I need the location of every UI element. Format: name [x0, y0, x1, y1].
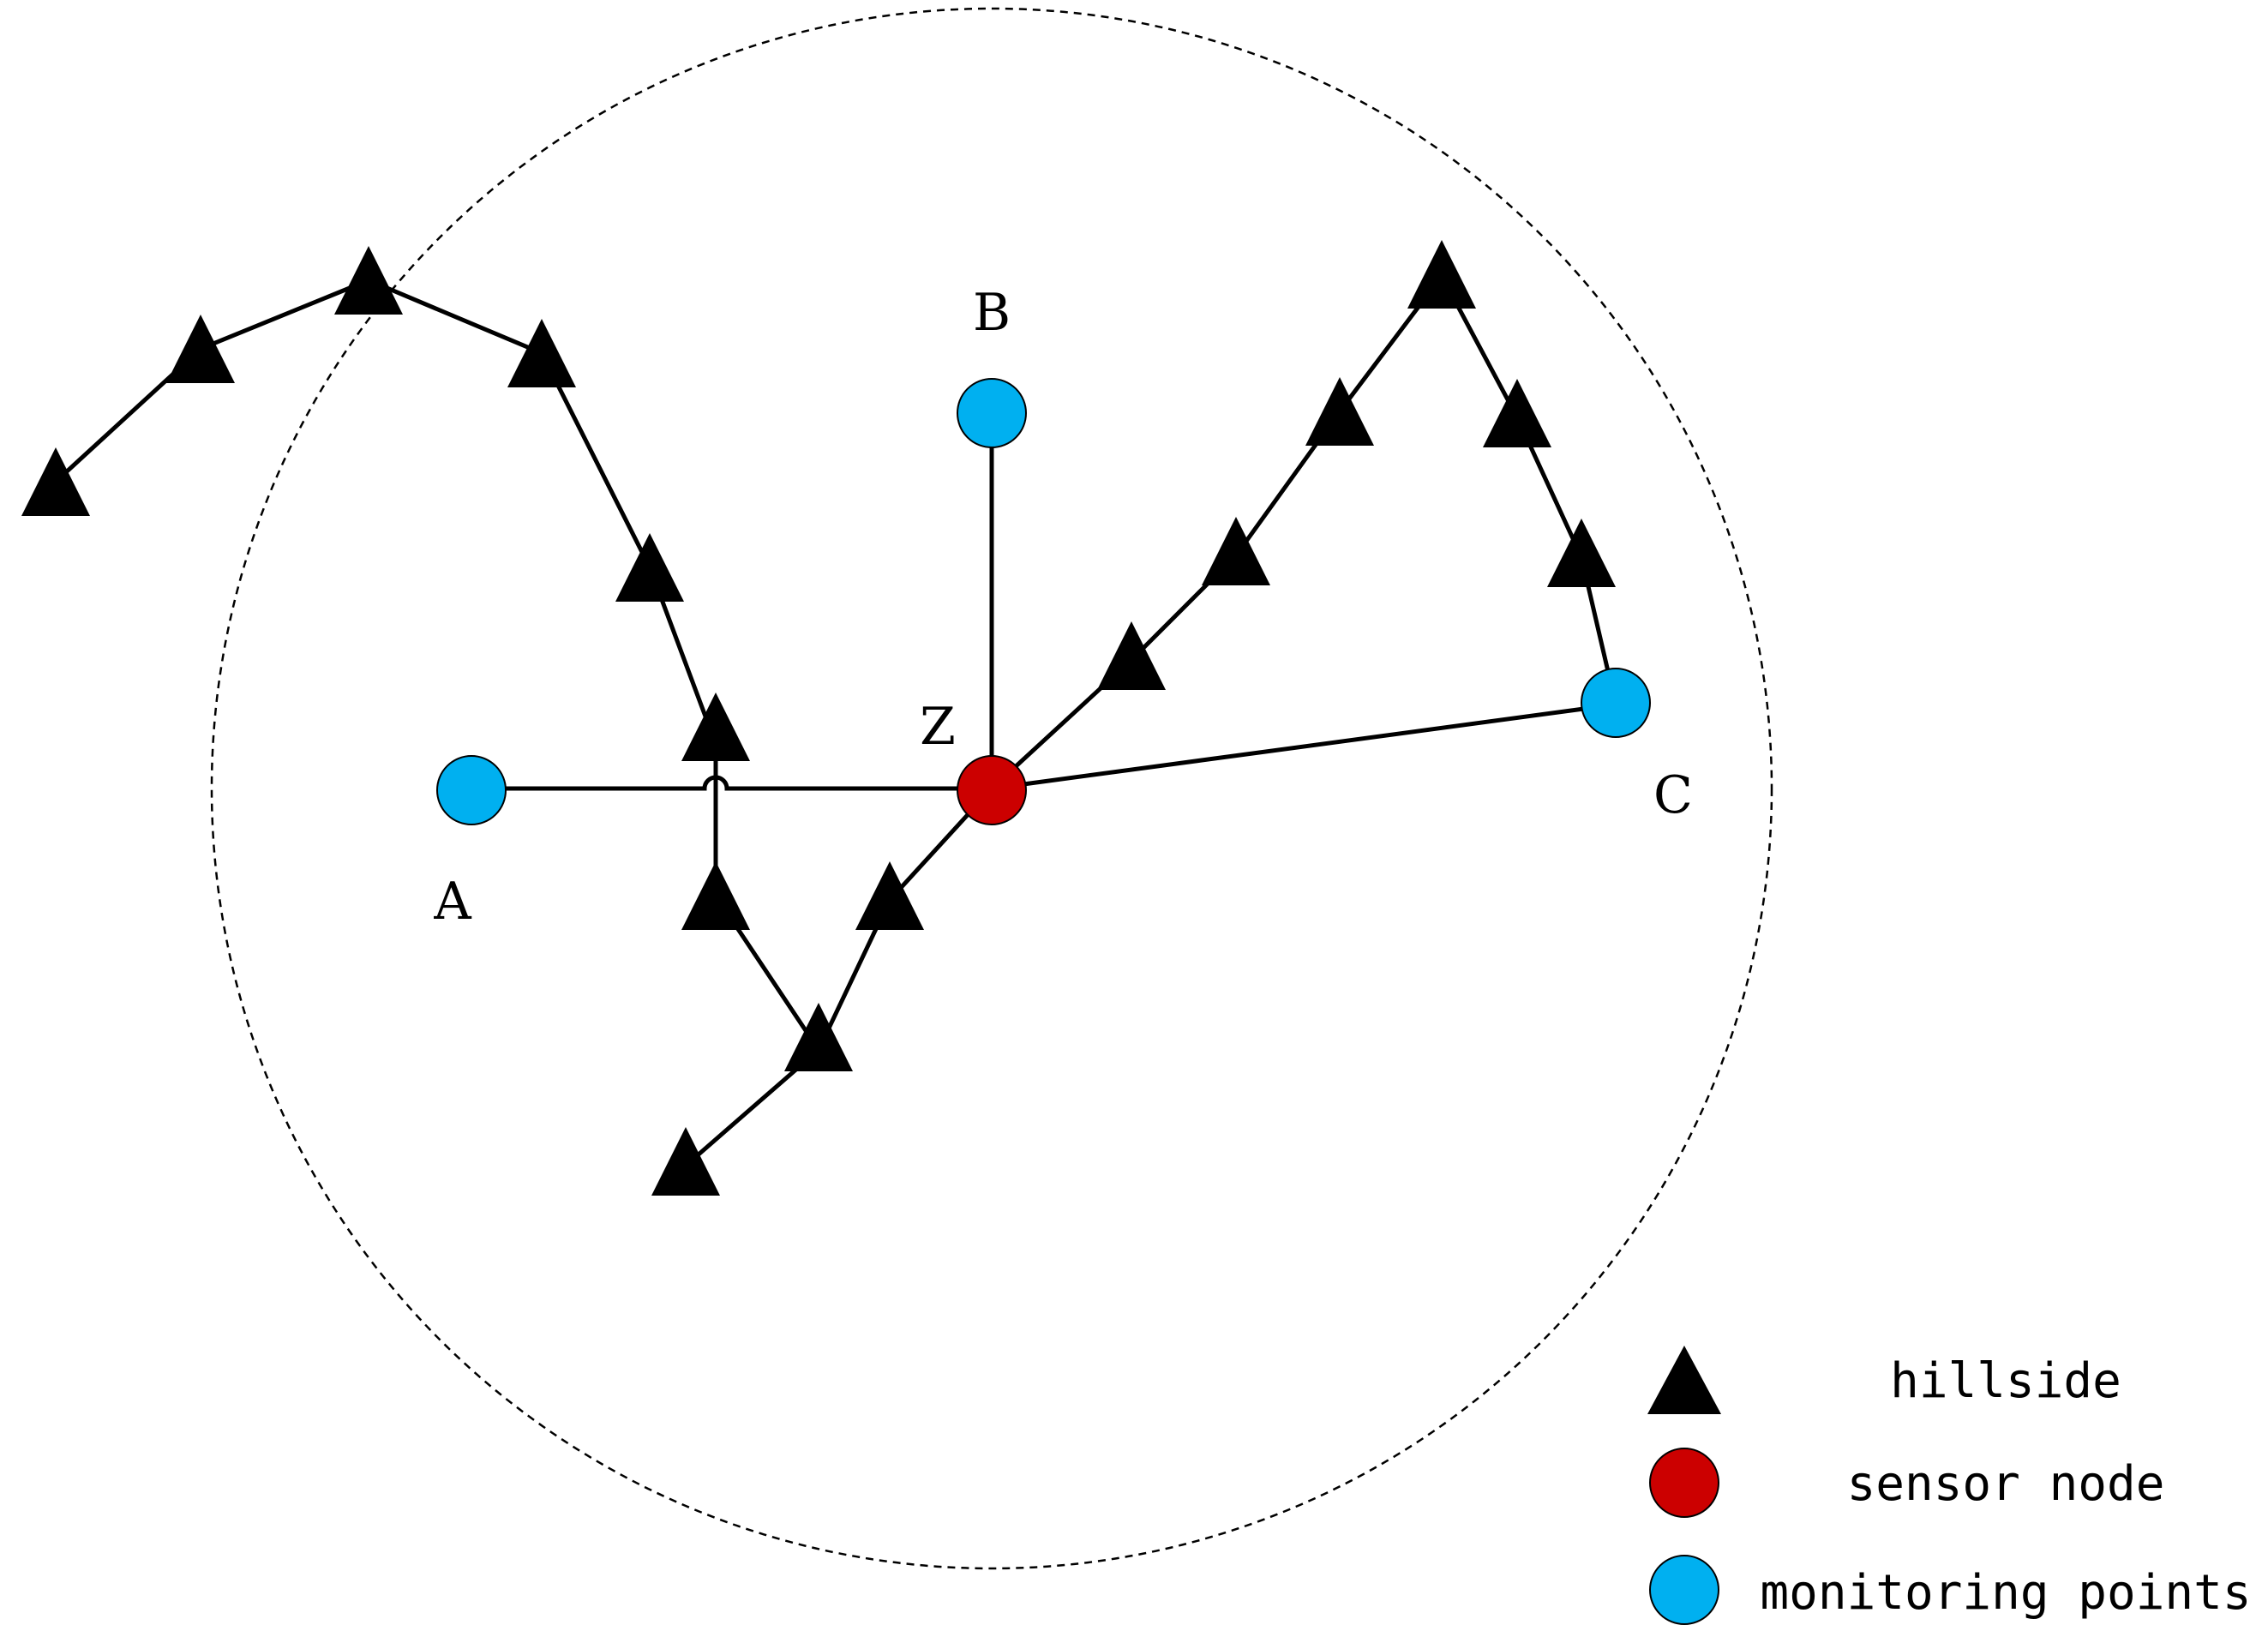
hillside-marker	[681, 693, 750, 761]
hillside-marker	[1407, 240, 1476, 309]
label-Z: Z	[920, 697, 956, 757]
hillside-marker	[334, 246, 403, 315]
hillside-marker	[1483, 379, 1551, 447]
edge-Z-C	[989, 702, 1618, 791]
hillside-marker	[651, 1127, 720, 1196]
legend-sensor-node-icon	[1649, 1448, 1719, 1518]
legend-monitoring-points-icon	[1649, 1555, 1719, 1625]
hillside-marker	[507, 319, 576, 387]
legend-monitoring-points-label: monitoring points	[1760, 1565, 2251, 1621]
hillside-markers	[21, 240, 1616, 1196]
monitoring-point-B	[957, 378, 1027, 448]
monitoring-point-C	[1581, 668, 1651, 738]
coverage-circle	[210, 7, 1773, 1570]
hillside-path-lower-left	[683, 741, 822, 1168]
hillside-marker	[1547, 519, 1616, 587]
legend-hillside-icon	[1647, 1346, 1721, 1414]
hillside-marker	[166, 315, 235, 383]
hillside-marker	[1305, 377, 1374, 446]
legend: hillside sensor node monitoring points	[1647, 1346, 2252, 1625]
hillside-marker	[681, 861, 750, 930]
hillside-marker	[784, 1003, 853, 1071]
label-B: B	[973, 283, 1011, 343]
legend-hillside-label: hillside	[1890, 1353, 2121, 1409]
hillside-path-left	[53, 278, 718, 747]
hillside-marker	[615, 533, 684, 602]
label-C: C	[1653, 765, 1693, 825]
hillside-marker	[1097, 621, 1166, 690]
hillside-marker	[21, 447, 90, 516]
hillside-marker	[855, 861, 924, 930]
hillside-path-right	[989, 272, 1618, 791]
monitoring-point-A	[436, 755, 507, 825]
edge-A-Z	[469, 775, 994, 791]
sensor-node-Z	[957, 755, 1027, 825]
legend-sensor-node-label: sensor node	[1847, 1456, 2165, 1512]
hillside-marker	[1202, 517, 1270, 585]
label-A: A	[433, 872, 471, 932]
